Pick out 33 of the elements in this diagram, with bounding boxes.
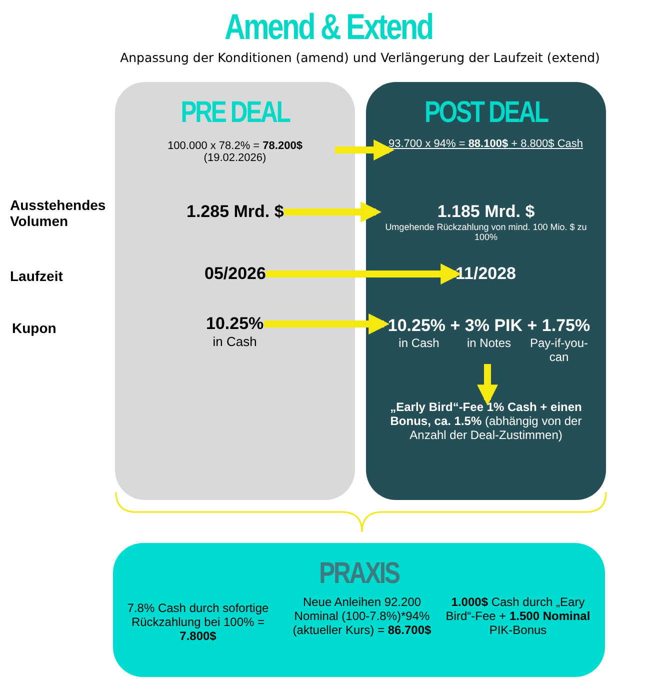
value-text: 1.285 Mrd. $ <box>186 202 284 222</box>
panel-heading: PRAXIS <box>318 557 400 591</box>
value-text: 11/2028 <box>456 264 516 284</box>
row-label: Ausstehendes Volumen <box>10 197 107 229</box>
value-text: Neue Anleihen 92.200 Nominal (100-7.8%)*94% (aktueller Kurs) = 86.700$ <box>281 595 443 637</box>
sub-text: Pay-if-you-can <box>528 336 589 364</box>
sub-text: in Cash <box>212 334 258 349</box>
value-text: 1.000$ Cash durch „Eary Bird“-Fee + 1.500 Nominal PIK-Bonus <box>443 595 593 637</box>
arrow <box>335 140 395 160</box>
subtitle: Anpassung der Konditionen (amend) und Verlängerung der Laufzeit (extend) <box>119 50 601 65</box>
sub-text: in Cash <box>398 336 440 352</box>
arrow <box>284 202 382 222</box>
arrow <box>477 364 498 406</box>
arrow <box>264 314 390 334</box>
row-label: Kupon <box>12 320 58 336</box>
value-text: 1.185 Mrd. $ <box>436 202 536 222</box>
value-text: 7.8% Cash durch sofortige Rückzahlung bei 100% = 7.800$ <box>123 601 273 643</box>
value-text: 10.25% + 3% PIK + 1.75% <box>386 316 592 336</box>
value-text: 05/2026 <box>204 264 266 284</box>
sub-text: in Notes <box>466 336 512 352</box>
panel-heading: POST DEAL <box>424 96 549 130</box>
note-text: „Early Bird“-Fee 1% Cash + einen Bonus, ca. 1.5% (abhängig von der Anzahl der Deal-Zustimmen) <box>372 400 600 442</box>
value-text: 10.25% <box>206 314 264 334</box>
value-text: 100.000 x 78.2% = 78.200$ (19.02.2026) <box>135 140 335 164</box>
panel-heading: PRE DEAL <box>180 96 291 130</box>
deal-panel <box>113 543 605 677</box>
title: Amend & Extend <box>223 6 434 48</box>
value-text: 93.700 x 94% = 88.100$ + 8.800$ Cash <box>388 138 583 150</box>
sub-text: Umgehende Rückzahlung von mind. 100 Mio. $ zu 100% <box>384 222 588 242</box>
deal-panel <box>115 82 355 500</box>
arrow <box>266 264 462 284</box>
deal-panel <box>366 82 606 500</box>
row-label: Laufzeit <box>10 268 64 284</box>
